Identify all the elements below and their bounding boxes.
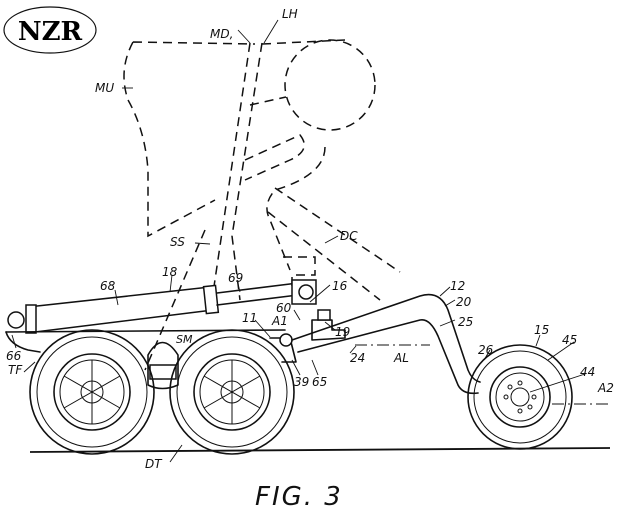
wheel-spokes (203, 360, 261, 424)
label-SS: SS (170, 235, 185, 249)
label-AL: AL (393, 351, 409, 365)
hydraulic-cylinder (7, 279, 317, 334)
label-DC: DC (340, 229, 358, 243)
leader-lines (11, 19, 586, 463)
drive-cone-inner (267, 211, 381, 301)
label-MU: MU (95, 81, 114, 95)
label-12: 12 (450, 279, 465, 293)
cylinder-end-cap (25, 304, 37, 334)
tire-inner (176, 336, 288, 448)
seat-post-left (211, 42, 251, 301)
clevis-pin (298, 284, 314, 300)
operator-back-outline (123, 41, 256, 238)
figure-caption: FIG. 3 (255, 482, 343, 512)
label-16: 16 (332, 279, 348, 293)
label-TF: TF (8, 363, 23, 377)
label-69: 69 (228, 271, 243, 285)
rim-inner (495, 372, 545, 422)
rim (489, 366, 551, 428)
tire-inner (473, 350, 567, 444)
drive-wheel-left (29, 329, 155, 455)
label-60: 60 (276, 301, 292, 315)
label-DT: DT (145, 457, 163, 471)
phantom-operator (123, 39, 401, 371)
drive-cone-outer (274, 187, 401, 273)
arm-lower-edge (297, 319, 479, 395)
drive-wheel-right (169, 329, 295, 455)
reference-labels: MD, LH MU SS DC 68 18 69 16 60 11 A1 19 … (6, 7, 614, 471)
label-20: 20 (456, 295, 472, 309)
seat-post-right (231, 42, 263, 301)
operator-arm-upper (249, 96, 287, 106)
badge-ellipse (3, 6, 97, 54)
seat-support-link (144, 229, 206, 371)
label-44: 44 (580, 365, 595, 379)
cylinder-mount-pin (7, 311, 25, 329)
operator-arm-lower (266, 146, 326, 271)
cylinder-gland (202, 284, 220, 315)
ground-line (29, 447, 611, 453)
lug-bolts (503, 380, 537, 414)
label-MD: MD, (210, 27, 233, 41)
operator-arm-middle (244, 134, 305, 181)
operator-head (284, 39, 376, 131)
tire-outer (467, 344, 573, 450)
arm-upper-edge (291, 293, 481, 383)
label-24: 24 (350, 351, 365, 365)
trailing-wheel (467, 344, 573, 450)
seat-mount (311, 319, 346, 341)
tire-inner (36, 336, 148, 448)
label-39: 39 (294, 375, 309, 389)
wheel-spokes (63, 360, 121, 424)
label-66: 66 (6, 349, 22, 363)
trailing-arm (291, 293, 481, 395)
rim (53, 353, 131, 431)
label-19: 19 (335, 325, 350, 339)
tire-outer (169, 329, 295, 455)
label-15: 15 (534, 323, 549, 337)
differential (149, 364, 177, 380)
label-25: 25 (458, 315, 473, 329)
label-26: 26 (478, 343, 494, 357)
label-18: 18 (162, 265, 178, 279)
badge-text: NZR (18, 17, 83, 47)
label-SM: SM (176, 333, 193, 346)
nzr-badge: NZR (3, 6, 97, 54)
rim (193, 353, 271, 431)
label-65: 65 (312, 375, 327, 389)
cylinder-rod (216, 282, 299, 306)
label-45: 45 (562, 333, 577, 347)
mount-block (317, 309, 331, 321)
tire-outer (29, 329, 155, 455)
label-A2: A2 (597, 381, 614, 395)
label-LH: LH (282, 7, 298, 21)
label-11: 11 (242, 311, 257, 325)
hub (510, 387, 530, 407)
pivot-pin (279, 333, 293, 347)
cylinder-barrel (27, 286, 214, 333)
label-68: 68 (100, 279, 116, 293)
label-A1: A1 (271, 314, 288, 328)
